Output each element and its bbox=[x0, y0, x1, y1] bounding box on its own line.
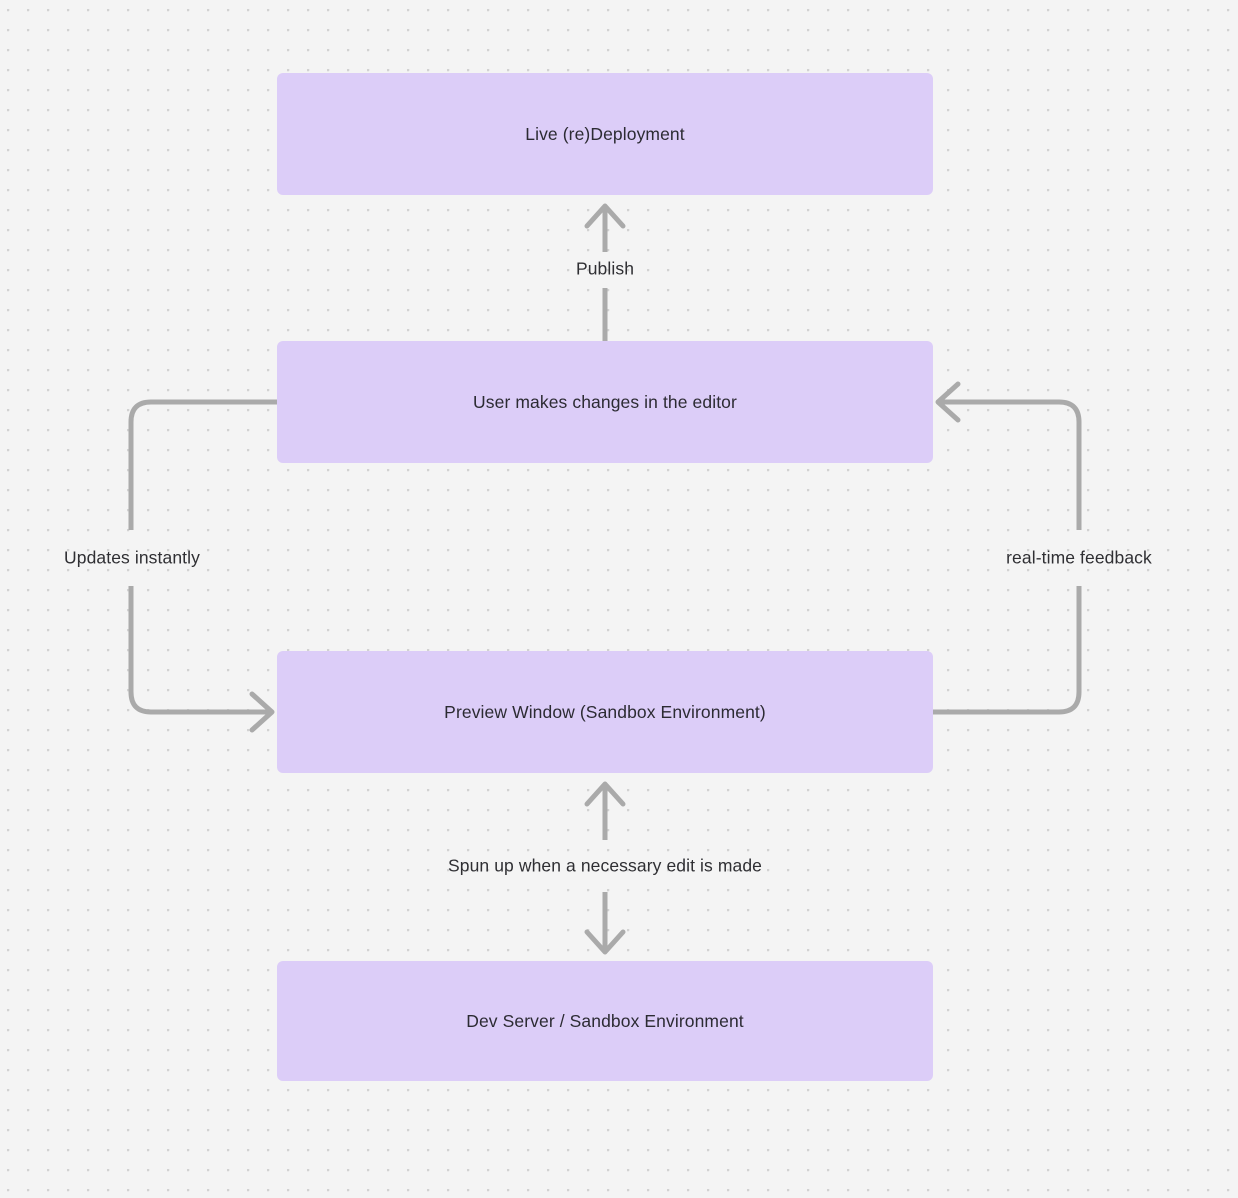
edge-label-text: Updates instantly bbox=[64, 547, 200, 568]
edge-label-spun-up[interactable]: Spun up when a necessary edit is made bbox=[448, 855, 762, 878]
node-user-edits[interactable]: User makes changes in the editor bbox=[277, 341, 933, 463]
node-label: Dev Server / Sandbox Environment bbox=[466, 1010, 744, 1031]
node-label: User makes changes in the editor bbox=[473, 391, 737, 412]
edge-label-updates-instantly[interactable]: Updates instantly bbox=[64, 547, 200, 570]
edge-label-real-time-feedback[interactable]: real-time feedback bbox=[1006, 547, 1152, 570]
edge-label-text: real-time feedback bbox=[1006, 547, 1152, 568]
edge-label-text: Spun up when a necessary edit is made bbox=[447, 855, 763, 876]
edge-label-text: Publish bbox=[575, 258, 635, 279]
node-label: Live (re)Deployment bbox=[525, 123, 685, 144]
node-label: Preview Window (Sandbox Environment) bbox=[444, 701, 766, 722]
node-dev-server[interactable]: Dev Server / Sandbox Environment bbox=[277, 961, 933, 1081]
node-live-deployment[interactable]: Live (re)Deployment bbox=[277, 73, 933, 195]
edge-label-publish[interactable]: Publish bbox=[576, 258, 634, 281]
node-preview-window[interactable]: Preview Window (Sandbox Environment) bbox=[277, 651, 933, 773]
